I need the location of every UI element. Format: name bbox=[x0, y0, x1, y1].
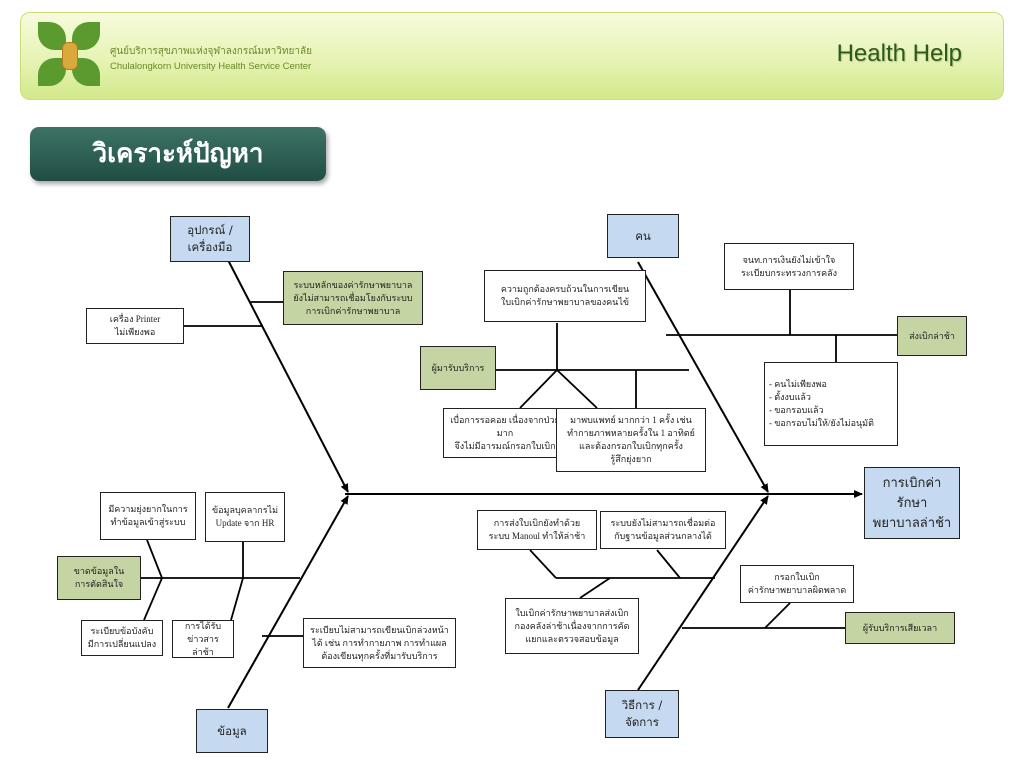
category-data: ข้อมูล bbox=[196, 709, 268, 753]
cause-late-news: การได้รับ ข่าวสารล่าช้า bbox=[172, 620, 234, 658]
cause-accuracy: ความถูกต้องครบถ้วนในการเขียน ใบเบิกค่ารั… bbox=[484, 270, 646, 322]
cause-printer: เครื่อง Printer ไม่เพียงพอ bbox=[86, 308, 184, 344]
cause-late-reasons: - คนไม่เพียงพอ - ตั้งงบแล้ว - ขอกรอบแล้ว… bbox=[764, 362, 898, 446]
cause-hard-entry: มีความยุ่งยากในการ ทำข้อมูลเข้าสู่ระบบ bbox=[100, 492, 196, 540]
cause-rules-changed: ระเบียบข้อบังคับ มีการเปลี่ยนแปลง bbox=[81, 620, 163, 656]
cause-hr-not-updated: ข้อมูลบุคลากรไม่ Update จาก HR bbox=[205, 492, 285, 542]
brand-title: Health Help bbox=[836, 40, 962, 67]
cause-provider-time: ผู้รับบริการเสียเวลา bbox=[845, 612, 955, 644]
organization-name: ศูนย์บริการสุขภาพแห่งจุฬาลงกรณ์มหาวิทยาล… bbox=[110, 44, 312, 72]
org-name-thai: ศูนย์บริการสุขภาพแห่งจุฬาลงกรณ์มหาวิทยาล… bbox=[110, 46, 312, 57]
cause-advance-rule: ระเบียบไม่สามารถเขียนเบิกล่วงหน้า ได้ เช… bbox=[303, 618, 456, 668]
header-banner bbox=[20, 12, 1004, 100]
cause-finance-staff: จนท.การเงินยังไม่เข้าใจ ระเบียบกระทรวงกา… bbox=[724, 243, 854, 290]
bone-data bbox=[227, 495, 349, 709]
cause-manual-submission: การส่งใบเบิกยังทำด้วย ระบบ Manoul ทำให้ล… bbox=[477, 510, 597, 550]
bone-equipment bbox=[227, 259, 349, 493]
category-people: คน bbox=[607, 214, 679, 258]
bone-people bbox=[637, 261, 769, 493]
category-method: วิธีการ / จัดการ bbox=[605, 690, 679, 738]
cause-service-user: ผู้มารับบริการ bbox=[420, 346, 496, 390]
cause-form-errors: กรอกใบเบิก ค่ารักษาพยาบาลผิดพลาด bbox=[740, 565, 854, 603]
cause-late-submission: ส่งเบิกล่าช้า bbox=[897, 316, 967, 356]
cause-central-db: ระบบยังไม่สามารถเชื่อมต่อ กับฐานข้อมูลส่… bbox=[600, 511, 726, 549]
logo-emblem bbox=[62, 42, 78, 70]
logo-leaf bbox=[38, 22, 66, 50]
cause-waiting: เบื่อการรอคอย เนื่องจากป่วยมาก จึงไม่มีอ… bbox=[443, 408, 567, 458]
effect-box: การเบิกค่ารักษา พยาบาลล่าช้า bbox=[864, 467, 960, 539]
slide-title: วิเคราะห์ปัญหา bbox=[30, 127, 326, 181]
cause-lack-info: ขาดข้อมูลใน การตัดสินใจ bbox=[57, 556, 141, 600]
bone-method bbox=[637, 495, 769, 691]
org-name-english: Chulalongkorn University Health Service … bbox=[110, 61, 312, 72]
university-logo-icon bbox=[38, 22, 100, 88]
cause-returned-forms: ใบเบิกค่ารักษาพยาบาลส่งเบิก กองคลังล่าช้… bbox=[505, 598, 639, 654]
category-equipment: อุปกรณ์ / เครื่องมือ bbox=[170, 216, 250, 262]
cause-frequent-visits: มาพบแพทย์ มากกว่า 1 ครั้ง เช่น ทำกายภาพห… bbox=[556, 408, 706, 472]
cause-system-not-linked: ระบบหลักของค่ารักษาพยาบาล ยังไม่สามารถเช… bbox=[283, 271, 423, 325]
